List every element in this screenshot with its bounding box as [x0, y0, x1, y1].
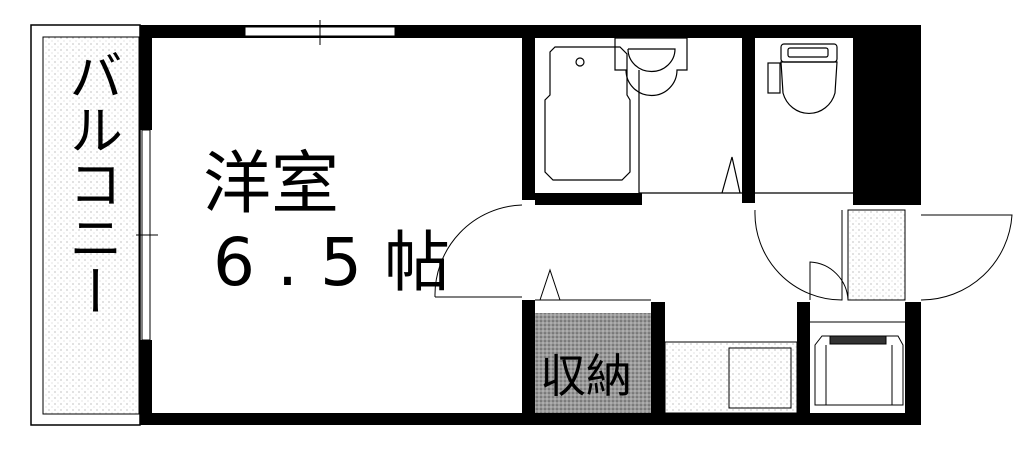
doors	[535, 209, 1013, 301]
storage-label: 収納	[540, 349, 632, 403]
storage	[535, 313, 651, 413]
room-size: 6.5帖	[213, 224, 472, 301]
svg-text:バルコニー: バルコニー	[60, 48, 123, 318]
kitchen	[664, 341, 798, 414]
laundry-area	[810, 321, 905, 406]
bathroom	[544, 37, 742, 194]
room-name: 洋室	[203, 145, 339, 224]
room-door	[434, 204, 523, 298]
entrance-floor	[847, 209, 906, 301]
toilet	[755, 43, 853, 194]
balcony-label: バルコニー	[60, 48, 123, 318]
balcony	[30, 24, 141, 426]
